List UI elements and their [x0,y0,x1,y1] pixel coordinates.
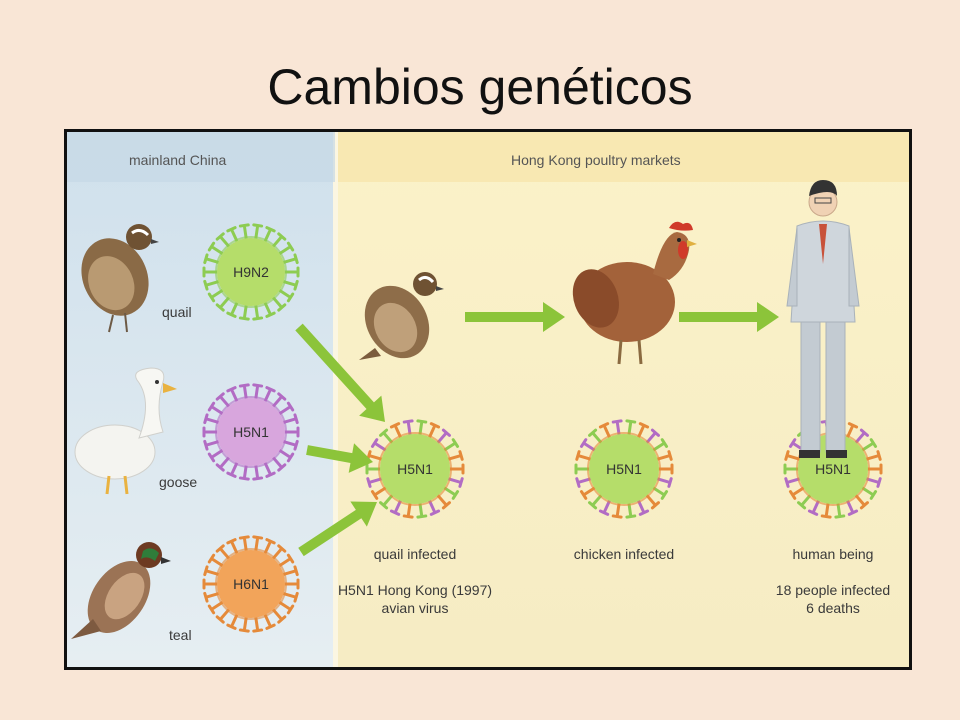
arrow-h9n2-to-quail [295,323,385,422]
arrow-quail-to-chicken [465,302,565,332]
bird-label-teal: teal [169,627,192,643]
arrow-h6n1-to-quail [298,501,377,557]
virus-h9n2: H9N2 [202,223,300,321]
stage-caption-2: human being 18 people infected 6 deaths [776,546,890,616]
virus-h5n1-quail: H5N1 [365,419,465,519]
teal-illustration [71,542,171,639]
region-label-hong-kong: Hong Kong poultry markets [511,152,681,168]
stage-caption-1: chicken infected [574,546,674,562]
virus-h6n1: H6N1 [202,535,300,633]
region-label-mainland-china: mainland China [129,152,226,168]
chicken-illustration [572,221,697,365]
header-band-left [67,132,335,182]
bird-label-goose: goose [159,474,197,490]
quail-illustration [81,224,159,333]
stage-caption-line: 6 deaths [806,600,860,616]
bird-label-quail: quail [162,304,192,320]
slide-title: Cambios genéticos [267,59,693,115]
virus-h5n1-goose: H5N1 [202,383,300,481]
human-illustration [786,180,860,458]
virus-h5n1-chicken-label: H5N1 [606,461,642,477]
genetic-changes-diagram: mainland China Hong Kong poultry markets… [64,129,912,670]
virus-h5n1-goose-label: H5N1 [233,424,269,440]
virus-h5n1-chicken: H5N1 [574,419,674,519]
stage-caption-line: 18 people infected [776,582,890,598]
stage-caption-line: human being [793,546,874,562]
arrow-h5n1-to-quail [306,443,373,473]
goose-illustration [74,367,177,495]
virus-h9n2-label: H9N2 [233,264,269,280]
infected-quail-illustration [359,272,444,360]
stage-caption-line: H5N1 Hong Kong (1997) [338,582,492,598]
header-band-right [338,132,909,182]
stage-caption-line: chicken infected [574,546,674,562]
virus-h6n1-label: H6N1 [233,576,269,592]
virus-h5n1-quail-label: H5N1 [397,461,433,477]
stage-caption-line: quail infected [374,546,457,562]
virus-h5n1-human-label: H5N1 [815,461,851,477]
arrow-chicken-to-human [679,302,779,332]
panel-divider [333,132,338,667]
stage-caption-line: avian virus [382,600,449,616]
